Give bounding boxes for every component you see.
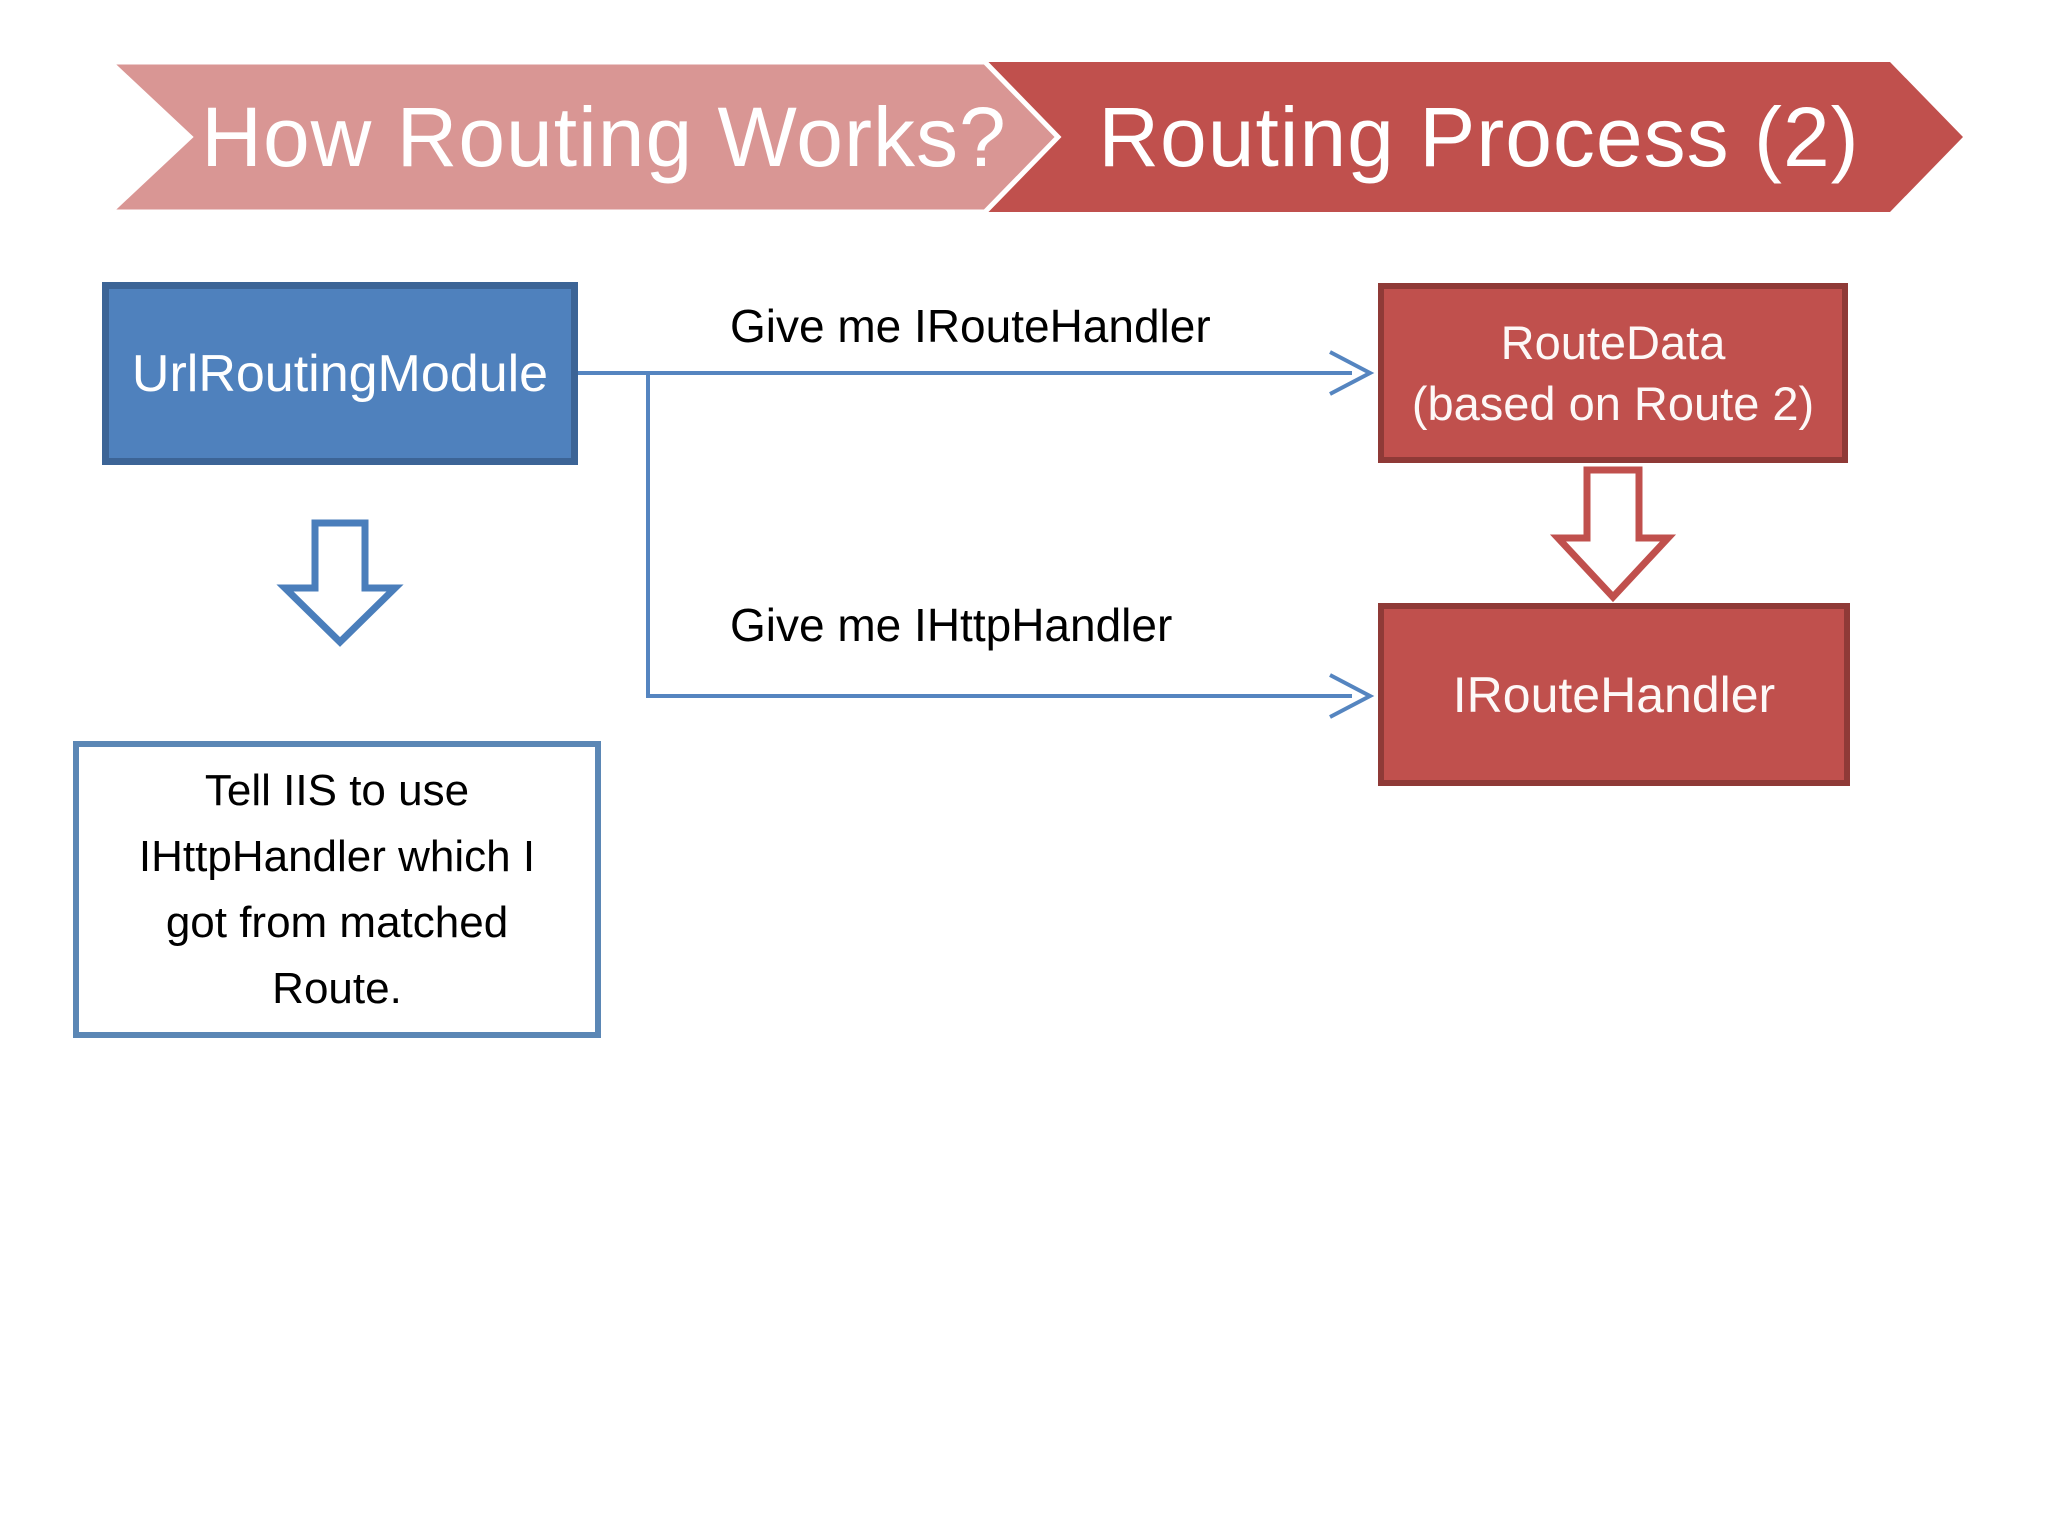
note-line: Tell IIS to use xyxy=(204,765,470,815)
banner-right-shape xyxy=(980,62,1963,212)
connector-to-iroutehandler-arrowhead-icon xyxy=(1329,673,1375,719)
node-routedata-line1: RouteData xyxy=(1500,316,1726,369)
connector-to-routedata-arrowhead-icon xyxy=(1329,350,1375,396)
node-urlroutingmodule-label: UrlRoutingModule xyxy=(131,344,549,403)
connector-to-iroutehandler xyxy=(646,373,1352,698)
node-iroutehandler: IRouteHandler xyxy=(1378,603,1850,786)
node-routedata: RouteData (based on Route 2) xyxy=(1378,283,1848,463)
down-arrow-blue-icon xyxy=(276,519,404,647)
banner-title-routing-process: Routing Process (2) xyxy=(1098,89,1860,184)
banner-title-how-routing-works: How Routing Works? xyxy=(201,89,1007,184)
node-urlroutingmodule: UrlRoutingModule xyxy=(102,282,578,465)
note-line: Route. xyxy=(272,963,402,1013)
node-routedata-line2: (based on Route 2) xyxy=(1411,377,1815,430)
node-iroutehandler-label: IRouteHandler xyxy=(1452,666,1776,723)
down-arrow-red-icon xyxy=(1549,466,1677,603)
note-line: got from matched xyxy=(165,897,509,947)
note-tell-iis: Tell IIS to use IHttpHandler which I got… xyxy=(73,741,601,1038)
banner-left-shape xyxy=(103,59,1062,215)
edge-label-give-me-ihttphandler: Give me IHttpHandler xyxy=(730,599,1173,651)
edge-label-give-me-iroutehandler: Give me IRouteHandler xyxy=(730,300,1211,352)
note-line: IHttpHandler which I xyxy=(138,831,536,881)
